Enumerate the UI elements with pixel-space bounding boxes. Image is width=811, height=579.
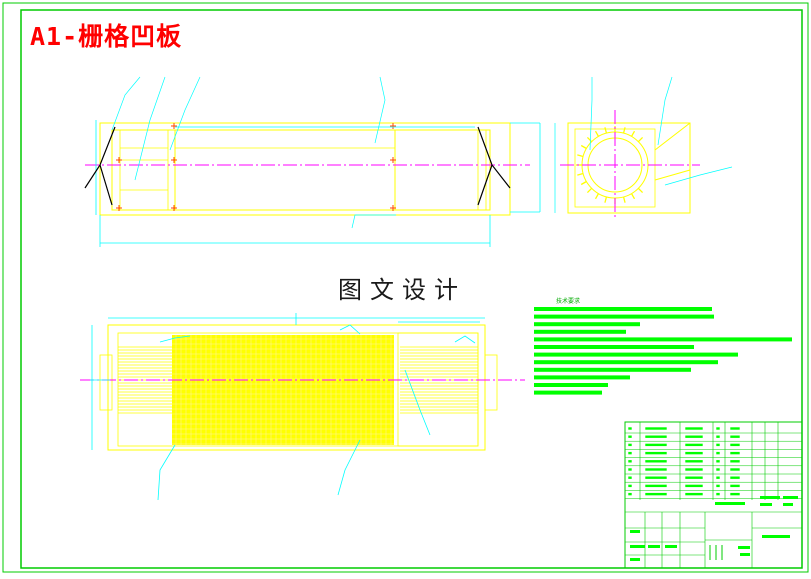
tech-notes-title: 技术要求 [556, 298, 581, 305]
front-view [84, 76, 541, 247]
title-block [624, 421, 803, 569]
side-view [554, 76, 733, 220]
inner-border [20, 9, 803, 569]
watermark-text: 图文设计 [338, 276, 466, 304]
technical-notes-block [534, 307, 792, 395]
drawing-title: A1-栅格凹板 [30, 22, 183, 51]
plan-view [80, 313, 525, 501]
